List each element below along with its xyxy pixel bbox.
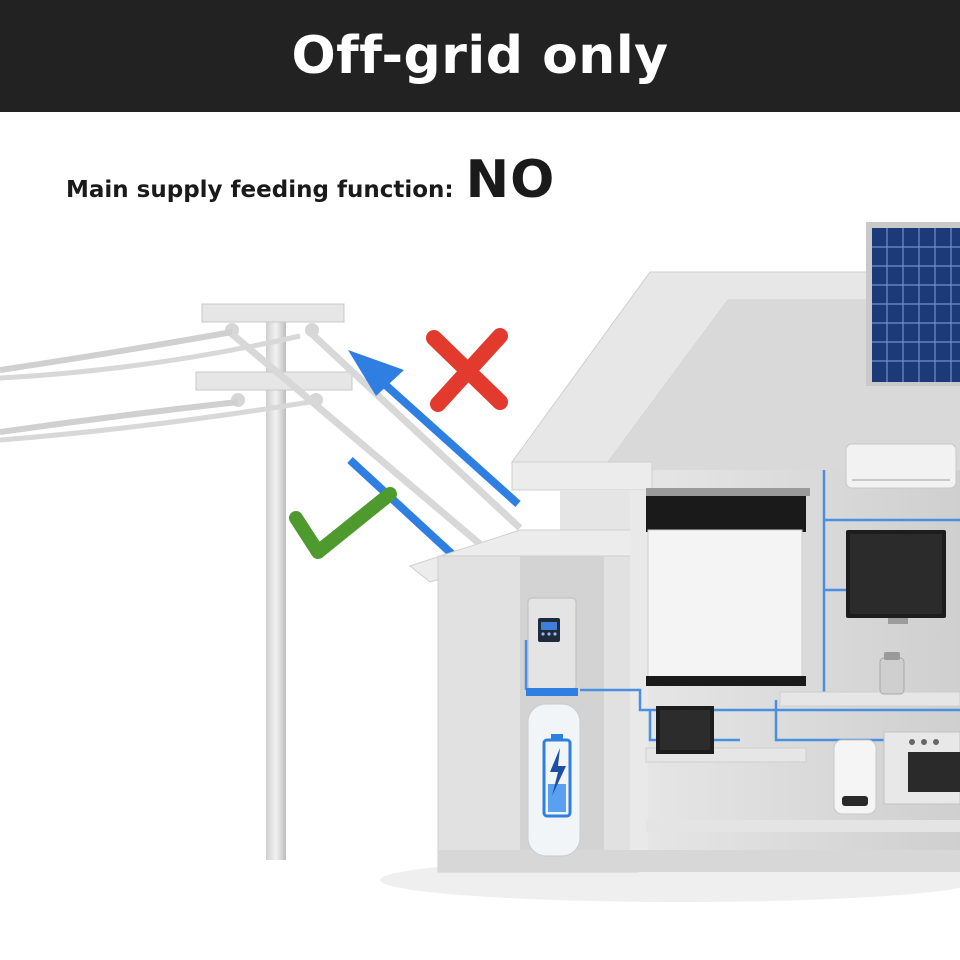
green-check-icon: [289, 487, 397, 559]
robot-vacuum: [833, 739, 877, 815]
solar-panel-icon: [866, 222, 960, 386]
oven: [883, 731, 960, 805]
tv-cabinet: [645, 706, 807, 763]
projector-screen: [646, 488, 810, 686]
header-banner: Off-grid only: [0, 0, 960, 112]
red-cross-icon: [426, 328, 508, 412]
feeding-function-value: NO: [465, 150, 556, 210]
utility-pole: [0, 303, 523, 860]
feed-in-arrow: [348, 350, 521, 507]
feeding-function-line: Main supply feeding function: NO: [66, 150, 555, 210]
page-title: Off-grid only: [291, 26, 669, 86]
feeding-function-label: Main supply feeding function:: [66, 177, 454, 203]
offgrid-illustration: [0, 222, 960, 902]
air-conditioner: [845, 443, 957, 489]
floor-shelf: [646, 820, 960, 832]
kitchen-shelf: [779, 652, 960, 707]
battery-icon: [527, 703, 581, 857]
inverter: [526, 597, 578, 696]
television: [846, 530, 946, 624]
